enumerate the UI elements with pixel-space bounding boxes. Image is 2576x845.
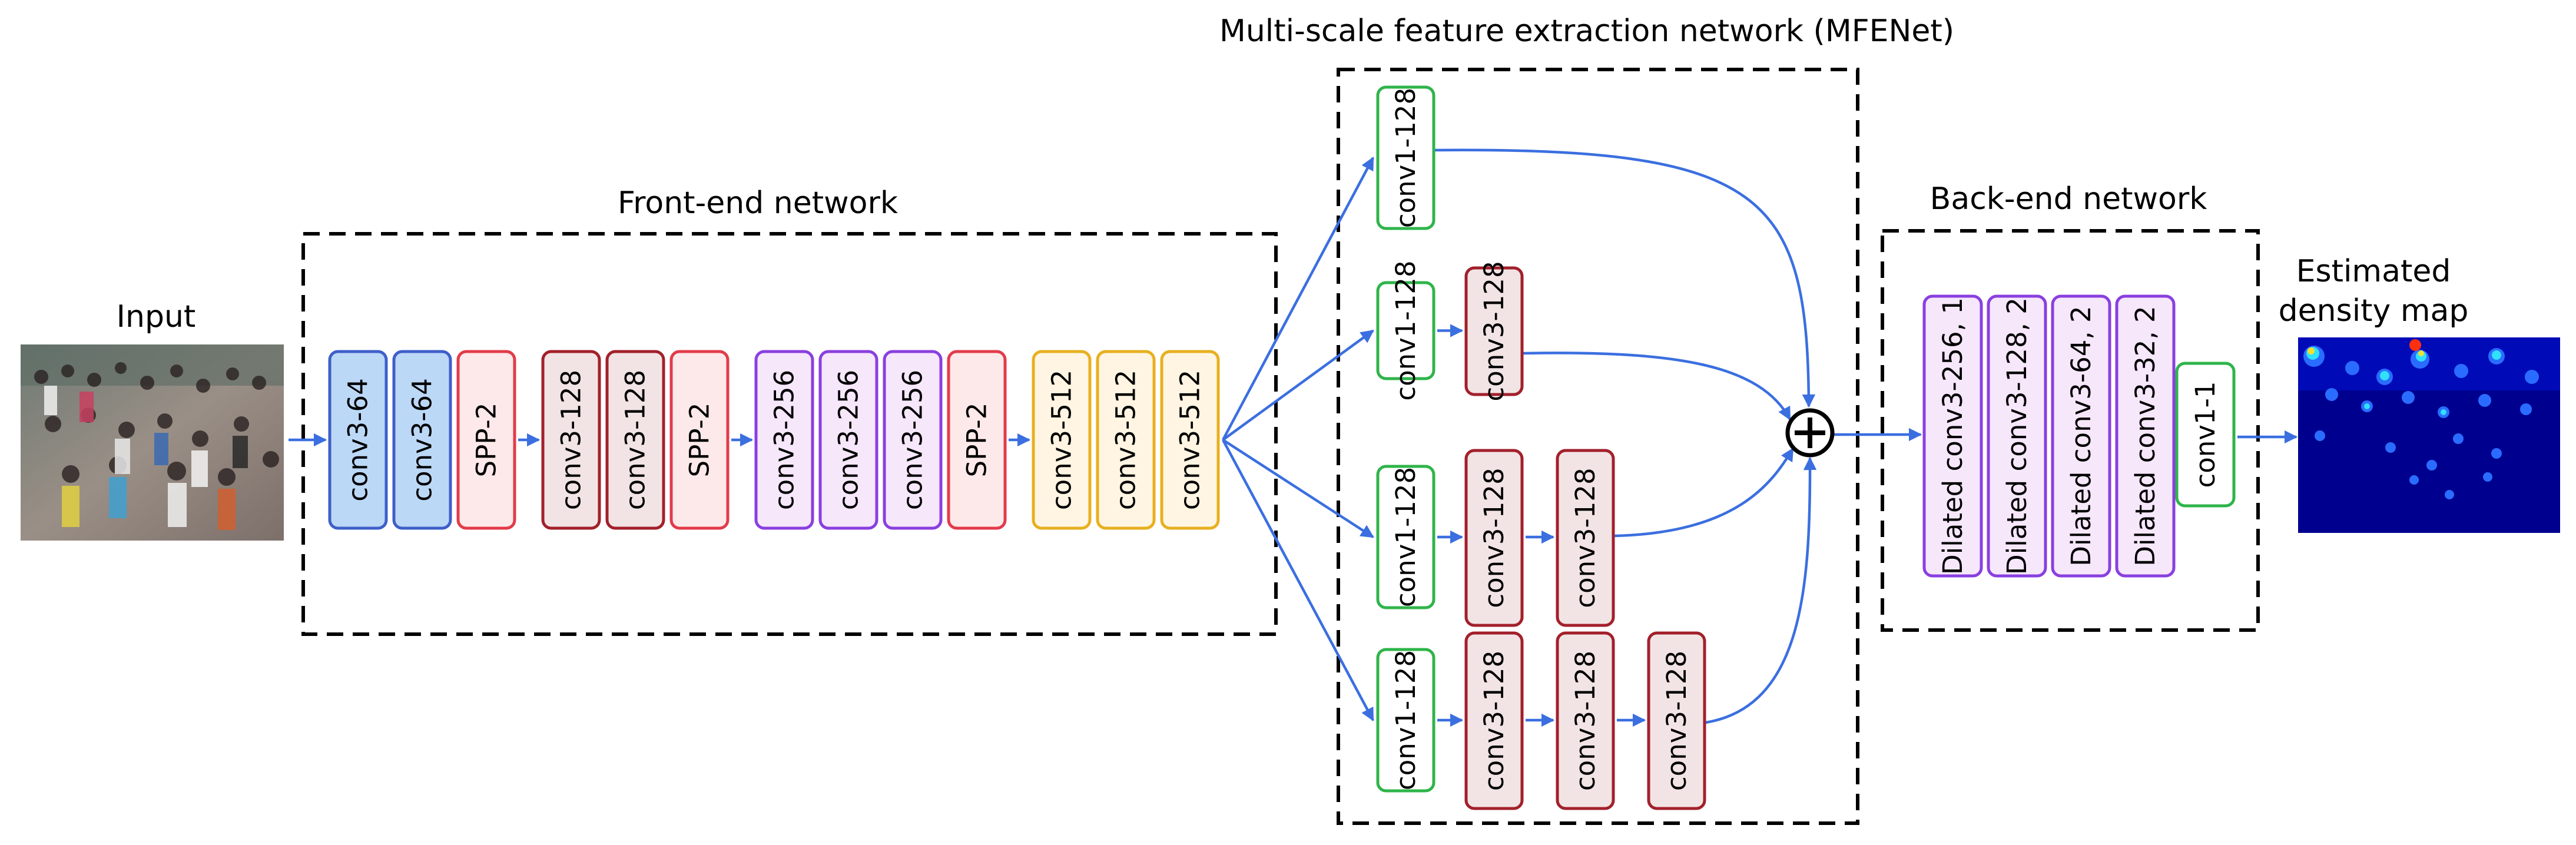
- arrow-fan-to-branch-1: [1222, 157, 1374, 441]
- block-label: conv3-128: [1478, 261, 1510, 401]
- block-label: SPP-2: [684, 403, 715, 478]
- frontend-box: [301, 232, 1278, 636]
- arrow-branch-4-to-sum: [1705, 456, 1817, 724]
- mfenet-label: Multi-scale feature extraction network (…: [1219, 14, 1954, 49]
- mfenet-branch-3-block-3: conv3-128: [1556, 449, 1615, 627]
- block-label: conv3-256: [833, 370, 864, 510]
- block-label: conv3-256: [897, 370, 929, 510]
- frontend-block-6-spp-2: SPP-2: [669, 350, 730, 530]
- frontend-block-3-spp-2: SPP-2: [456, 350, 516, 530]
- backend-block-5-conv1-1: conv1-1: [2175, 362, 2236, 508]
- block-label: conv3-128: [1478, 651, 1510, 791]
- block-label: conv3-64: [343, 378, 374, 502]
- frontend-block-5-conv3-128: conv3-128: [605, 350, 665, 530]
- frontend-block-10-spp-2: SPP-2: [947, 350, 1007, 530]
- arrow-fan-to-branch-4: [1222, 439, 1374, 721]
- arrow-branch-2-to-sum: [1523, 352, 1791, 420]
- frontend-block-13-conv3-512: conv3-512: [1160, 350, 1220, 530]
- frontend-block-8-conv3-256: conv3-256: [818, 350, 878, 530]
- frontend-label: Front-end network: [618, 185, 898, 221]
- mfenet-box: [1337, 68, 1859, 825]
- block-label: conv3-128: [1478, 468, 1510, 608]
- output-label-line1: Estimated: [2296, 254, 2451, 289]
- block-label: conv3-512: [1046, 370, 1078, 510]
- arrow-branch-1-to-sum: [1434, 148, 1816, 408]
- mfenet-branch-4-block-2: conv3-128: [1464, 631, 1524, 810]
- block-label: conv1-128: [1390, 650, 1421, 790]
- mfenet-branch-2-conv1-128: conv1-128: [1376, 260, 1435, 401]
- mfenet-branch-3-block-2: conv3-128: [1464, 449, 1524, 627]
- frontend-block-2-conv3-64: conv3-64: [392, 350, 452, 530]
- backend-block-2-dilated-conv3-128-2: Dilated conv3-128, 2: [1987, 294, 2047, 578]
- mfenet-branch-1-conv1-128: conv1-128: [1376, 85, 1435, 230]
- block-label: SPP-2: [962, 403, 993, 478]
- frontend-block-11-conv3-512: conv3-512: [1032, 350, 1092, 530]
- frontend-block-9-conv3-256: conv3-256: [883, 350, 943, 530]
- block-label: SPP-2: [471, 403, 502, 478]
- block-label: Dilated conv3-64, 2: [2066, 306, 2097, 566]
- frontend-block-1-conv3-64: conv3-64: [328, 350, 388, 530]
- mfenet-branch-4-conv1-128: conv1-128: [1376, 648, 1435, 793]
- backend-box: [1881, 229, 2260, 632]
- mfenet-branch-4-block-4: conv3-128: [1647, 631, 1706, 810]
- frontend-block-12-conv3-512: conv3-512: [1096, 350, 1156, 530]
- sum-node: [1785, 408, 1835, 458]
- output-label-line2: density map: [2279, 293, 2469, 329]
- block-label: conv3-512: [1110, 370, 1142, 510]
- block-label: conv3-64: [407, 378, 438, 502]
- block-label: conv3-128: [556, 370, 587, 510]
- backend-block-4-dilated-conv3-32-2: Dilated conv3-32, 2: [2115, 294, 2176, 578]
- connection-arrows: [289, 148, 2298, 727]
- frontend-block-4-conv3-128: conv3-128: [541, 350, 601, 530]
- block-label: conv3-128: [1570, 651, 1601, 791]
- mfenet-branch-2-block-2: conv3-128: [1464, 261, 1524, 402]
- block-label: conv3-128: [620, 370, 651, 510]
- block-label: Dilated conv3-128, 2: [2001, 297, 2033, 575]
- input-crowd-image: [21, 344, 284, 541]
- mfenet-branch-4-block-3: conv3-128: [1556, 631, 1615, 810]
- backend-block-3-dilated-conv3-64-2: Dilated conv3-64, 2: [2051, 294, 2111, 578]
- input-label: Input: [117, 299, 196, 334]
- block-label: conv1-128: [1390, 260, 1421, 400]
- backend-label: Back-end network: [1930, 181, 2207, 217]
- arrow-fan-to-branch-3: [1222, 439, 1374, 538]
- block-label: Dilated conv3-32, 2: [2130, 306, 2161, 566]
- block-label: conv1-128: [1390, 88, 1421, 228]
- block-label: conv3-128: [1661, 651, 1692, 791]
- block-label: conv1-128: [1390, 467, 1421, 607]
- arrow-branch-3-to-sum: [1614, 448, 1794, 538]
- arrow-fan-to-branch-2: [1222, 329, 1374, 441]
- block-label: conv1-1: [2190, 382, 2221, 488]
- block-label: Dilated conv3-256, 1: [1937, 297, 1968, 575]
- block-label: conv3-128: [1570, 468, 1601, 608]
- block-label: conv3-256: [769, 370, 800, 510]
- mfenet-branch-3-conv1-128: conv1-128: [1376, 465, 1435, 609]
- block-label: conv3-512: [1175, 370, 1206, 510]
- frontend-block-7-conv3-256: conv3-256: [754, 350, 814, 530]
- density-map-image: [2298, 337, 2560, 533]
- backend-block-1-dilated-conv3-256-1: Dilated conv3-256, 1: [1922, 294, 1983, 578]
